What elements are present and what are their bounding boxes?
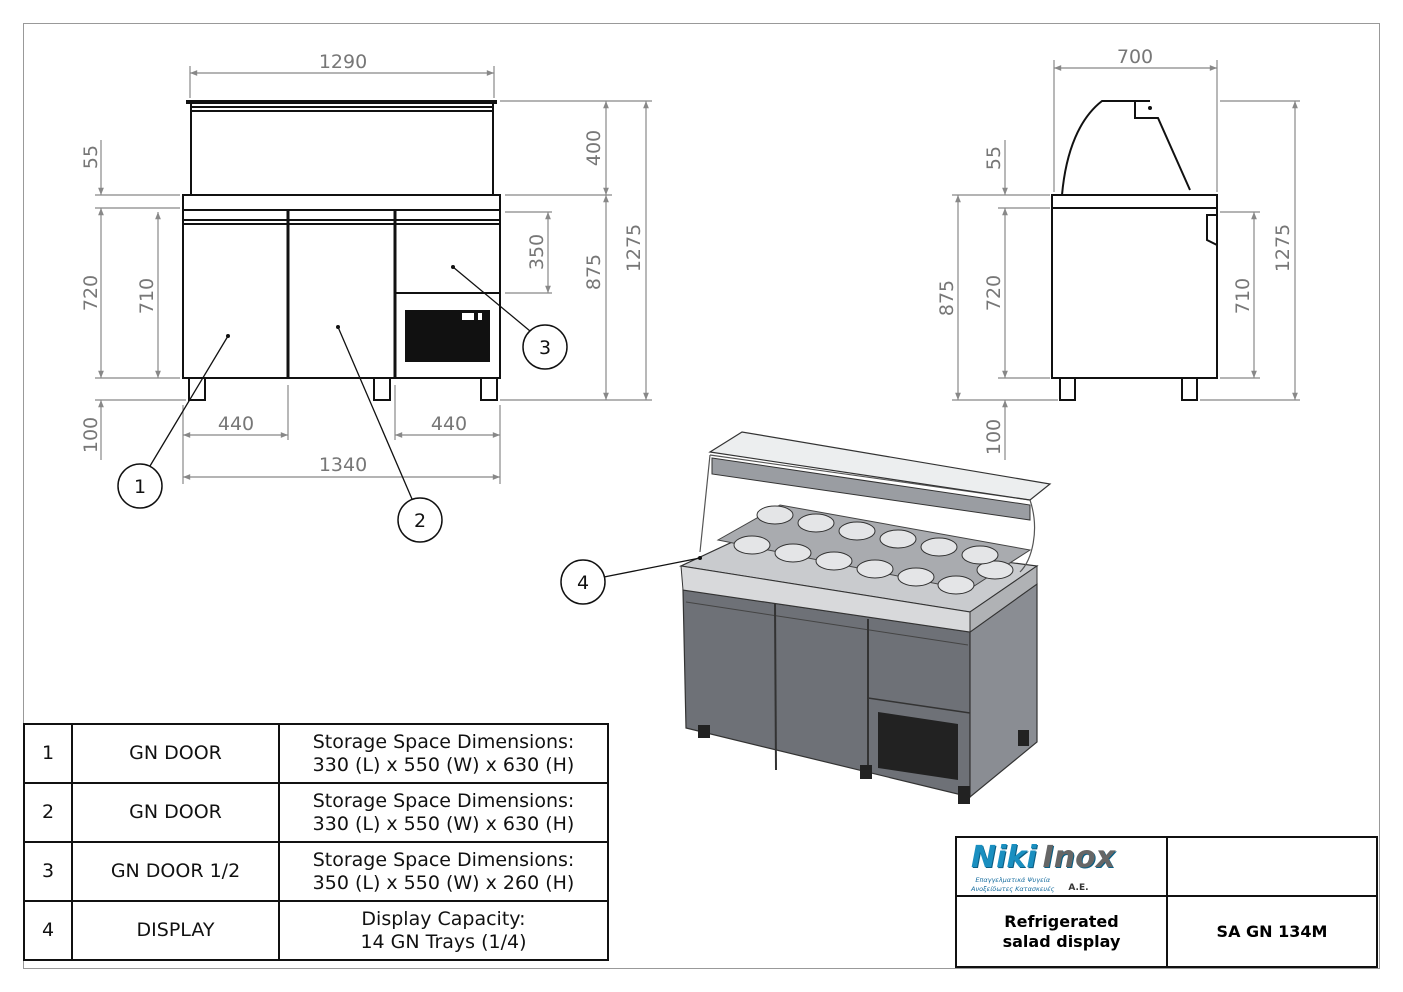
condenser-grille	[405, 310, 490, 362]
callout-3-label: 3	[539, 337, 551, 359]
callout-4-label: 4	[577, 572, 589, 594]
logo-sub: Επαγγελματικά Ψυγεία	[975, 875, 1051, 884]
leg	[188, 377, 206, 401]
dim-total-height: 1275	[1272, 224, 1294, 272]
curved-glass	[1061, 100, 1150, 196]
desc-line: Storage Space Dimensions:	[312, 848, 575, 871]
isometric-view: 4	[560, 431, 1052, 804]
table-row: 3 GN DOOR 1/2 Storage Space Dimensions:3…	[23, 841, 609, 902]
dim-door-height: 710	[136, 278, 158, 314]
callout-4	[560, 559, 606, 605]
part-number: 1	[23, 723, 73, 784]
callout-1-label: 1	[134, 476, 146, 498]
part-description: Storage Space Dimensions:350 (L) x 550 (…	[278, 841, 609, 902]
logo-main: Niki	[971, 839, 1037, 875]
logo-sub: Ανοξείδωτες Κατασκευές	[971, 884, 1055, 893]
dim-drawer-height: 350	[526, 234, 548, 270]
dim-right-door-width: 440	[431, 413, 467, 435]
desc-line: 330 (L) x 550 (W) x 630 (H)	[312, 812, 575, 835]
part-description: Storage Space Dimensions:330 (L) x 550 (…	[278, 723, 609, 784]
desc-line: Storage Space Dimensions:	[312, 730, 575, 753]
desc-line: Storage Space Dimensions:	[312, 789, 575, 812]
dim-counter: 55	[983, 146, 1005, 170]
leg	[373, 377, 391, 401]
parts-table: 1 GN DOOR Storage Space Dimensions:330 (…	[23, 723, 609, 961]
part-name: GN DOOR	[71, 782, 280, 843]
desc-line: 330 (L) x 550 (W) x 630 (H)	[312, 753, 575, 776]
dim-door-height: 710	[1232, 278, 1254, 314]
dim-depth: 700	[1117, 46, 1153, 68]
table-row: 2 GN DOOR Storage Space Dimensions:330 (…	[23, 782, 609, 843]
callout-2	[397, 497, 443, 543]
dim-total-width: 1340	[319, 454, 367, 476]
dim-counter-height: 875	[583, 254, 605, 290]
desc-line: 350 (L) x 550 (W) x 260 (H)	[312, 871, 575, 894]
model-number: SA GN 134M	[1216, 921, 1328, 941]
table-row: 4 DISPLAY Display Capacity:14 GN Trays (…	[23, 900, 609, 961]
leg	[480, 377, 498, 401]
dim-glass-height: 400	[583, 130, 605, 166]
title-empty-cell	[1168, 838, 1376, 897]
product-line: salad display	[1002, 931, 1121, 951]
iso-glass-canopy	[708, 431, 1052, 501]
callout-3	[522, 324, 568, 370]
dim-top-width: 1290	[319, 51, 367, 73]
glass-top-bar	[186, 100, 497, 104]
desc-line: Display Capacity:	[361, 907, 526, 930]
iso-gn-trays	[733, 505, 1014, 595]
dim-legs: 100	[80, 417, 102, 453]
part-number: 3	[23, 841, 73, 902]
iso-condenser-grille	[878, 712, 958, 780]
logo-suffix: A.E.	[1068, 882, 1089, 893]
dim-counter: 55	[80, 145, 102, 169]
part-description: Storage Space Dimensions:330 (L) x 550 (…	[278, 782, 609, 843]
table-row: 1 GN DOOR Storage Space Dimensions:330 (…	[23, 723, 609, 784]
dim-body: 720	[80, 275, 102, 311]
front-view: 1290 1340 440 440 55 720 100 710 350 400…	[80, 51, 652, 543]
part-number: 4	[23, 900, 73, 961]
dim-legs: 100	[983, 419, 1005, 455]
dim-counter-height: 875	[936, 280, 958, 316]
side-view: 700 55 720 875 100 710 1275	[936, 46, 1300, 460]
part-name: GN DOOR 1/2	[71, 841, 280, 902]
part-name: GN DOOR	[71, 723, 280, 784]
callout-2-label: 2	[414, 510, 426, 532]
counter-top	[182, 194, 501, 211]
desc-line: 14 GN Trays (1/4)	[360, 930, 527, 953]
dim-left-door-width: 440	[218, 413, 254, 435]
dim-body: 720	[983, 275, 1005, 311]
drawing-frame	[23, 23, 1380, 969]
part-description: Display Capacity:14 GN Trays (1/4)	[278, 900, 609, 961]
logo-accent: Inox	[1042, 839, 1116, 875]
part-number: 2	[23, 782, 73, 843]
callout-1	[117, 463, 163, 509]
product-line: Refrigerated	[1004, 911, 1119, 931]
dim-total-height: 1275	[623, 224, 645, 272]
part-name: DISPLAY	[71, 900, 280, 961]
